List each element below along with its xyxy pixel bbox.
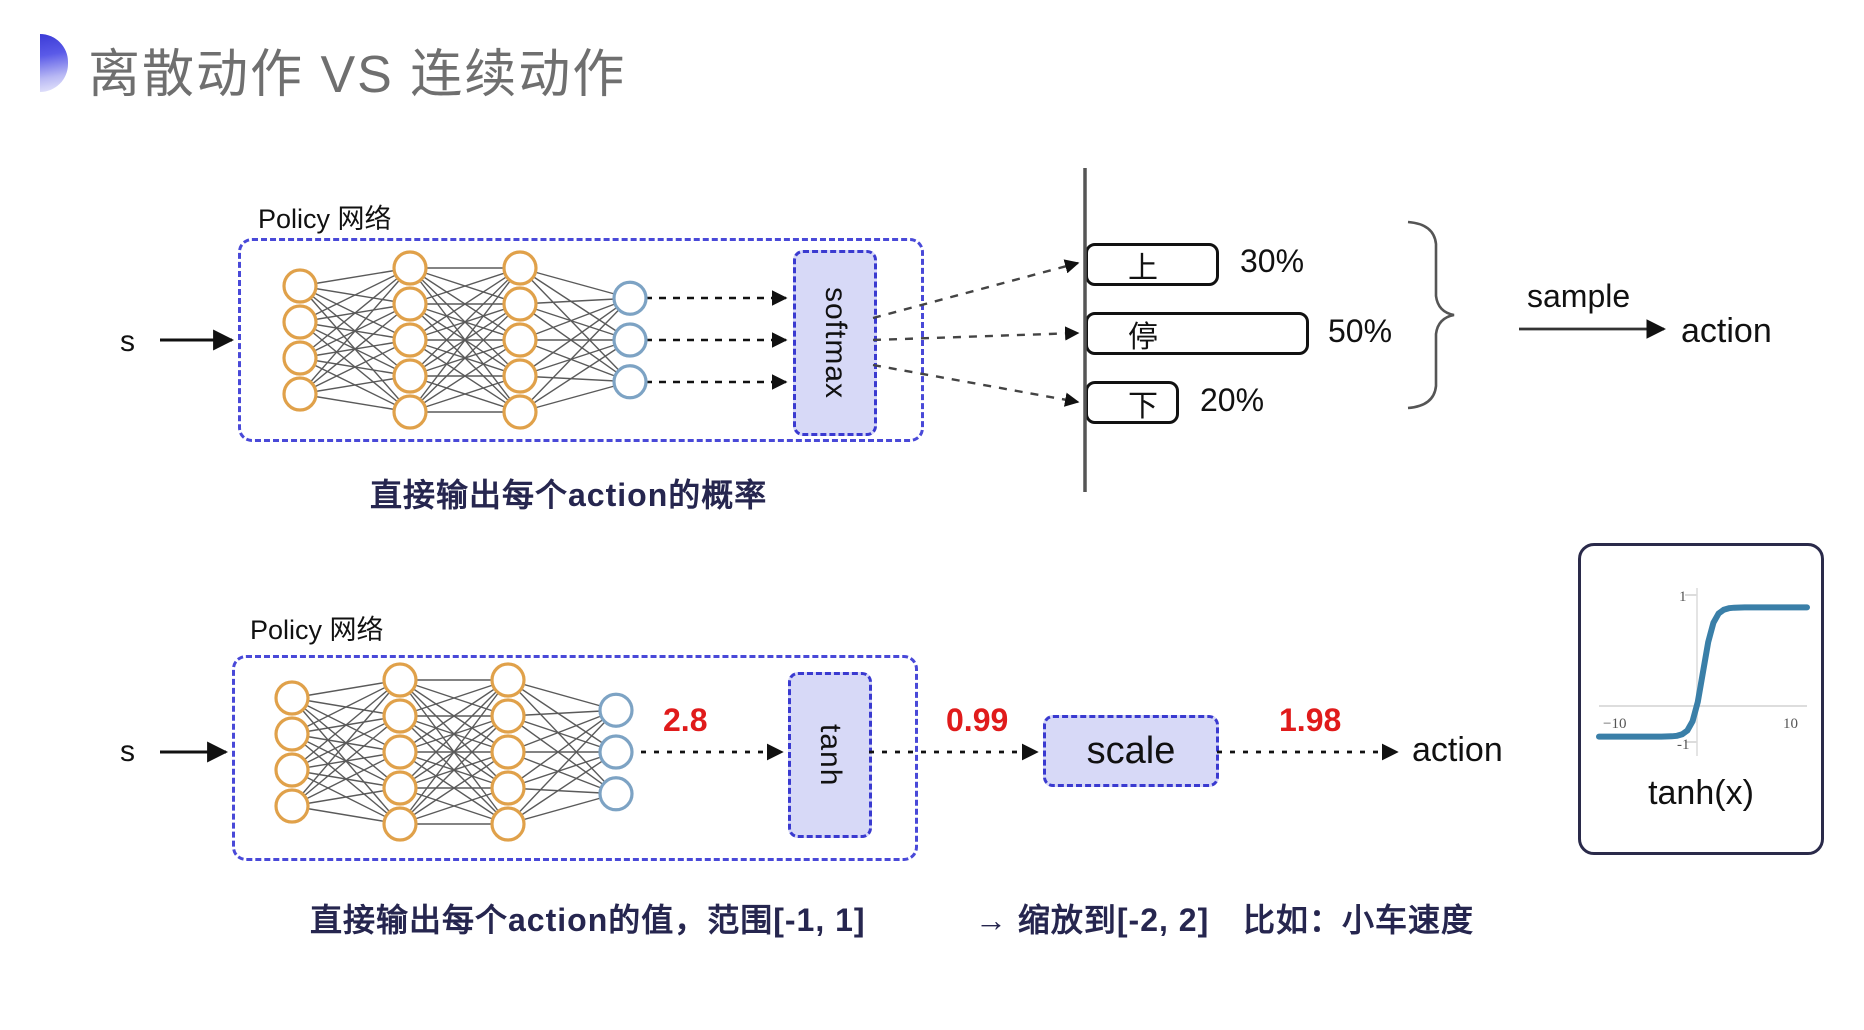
continuous-caption-example: 比如：小车速度 [1243, 902, 1475, 938]
bar-up: 上 [1085, 243, 1219, 286]
tanh-xtick-right: 10 [1783, 716, 1798, 732]
tanh-ytick-top: 1 [1679, 589, 1687, 605]
value-post-tanh: 0.99 [946, 702, 1009, 738]
bar-down: 下 [1085, 381, 1179, 424]
continuous-action-label: action [1412, 731, 1503, 769]
softmax-to-bar-stop [872, 326, 1080, 342]
bar-stop-value: 50% [1328, 313, 1393, 349]
continuous-policy-network-box [232, 655, 918, 861]
continuous-caption-main: 直接输出每个action的值，范围[-1, 1] [310, 902, 866, 938]
bar-stop: 停 [1085, 312, 1309, 355]
discrete-policy-network-box [238, 238, 924, 442]
tanh-ytick-bottom: -1 [1677, 737, 1690, 753]
tanh-plot-panel: −10 10 1 -1 tanh(x) [1578, 543, 1824, 855]
continuous-network-title: Policy 网络 [250, 615, 384, 645]
bar-down-label: 下 [1128, 389, 1158, 423]
continuous-network-graph [274, 662, 634, 842]
tanh-xtick-left: −10 [1603, 716, 1626, 732]
softmax-box: softmax [793, 250, 877, 436]
page-title: 离散动作 VS 连续动作 [88, 46, 627, 104]
discrete-network-graph [282, 250, 648, 430]
scale-box: scale [1043, 715, 1219, 787]
tanh-curve [1596, 604, 1810, 740]
bar-down-value: 20% [1200, 382, 1265, 418]
value-post-scale: 1.98 [1279, 702, 1342, 738]
tanh-panel-caption: tanh(x) [1648, 774, 1754, 812]
bar-stop-label: 停 [1128, 320, 1158, 354]
bar-up-label: 上 [1128, 251, 1158, 285]
tanh-box: tanh [788, 672, 872, 838]
sample-label: sample [1527, 278, 1631, 314]
bar-up-value: 30% [1240, 243, 1305, 279]
discrete-caption: 直接输出每个action的概率 [370, 477, 768, 513]
softmax-to-bar-down [872, 363, 1080, 407]
discrete-network-title: Policy 网络 [258, 204, 392, 234]
discrete-input-label: s [120, 325, 135, 358]
continuous-caption-scale: → 缩放到[-2, 2] [975, 902, 1210, 938]
softmax-to-bar-up [872, 259, 1080, 320]
discrete-action-label: action [1681, 312, 1772, 350]
tanh-label: tanh [814, 723, 847, 787]
scale-label: scale [1086, 729, 1176, 772]
tanh-plot-svg: −10 10 1 -1 [1596, 588, 1810, 756]
softmax-label: softmax [819, 286, 852, 400]
continuous-input-label: s [120, 735, 135, 768]
value-pre-tanh: 2.8 [663, 702, 708, 738]
sample-brace [1407, 220, 1455, 410]
